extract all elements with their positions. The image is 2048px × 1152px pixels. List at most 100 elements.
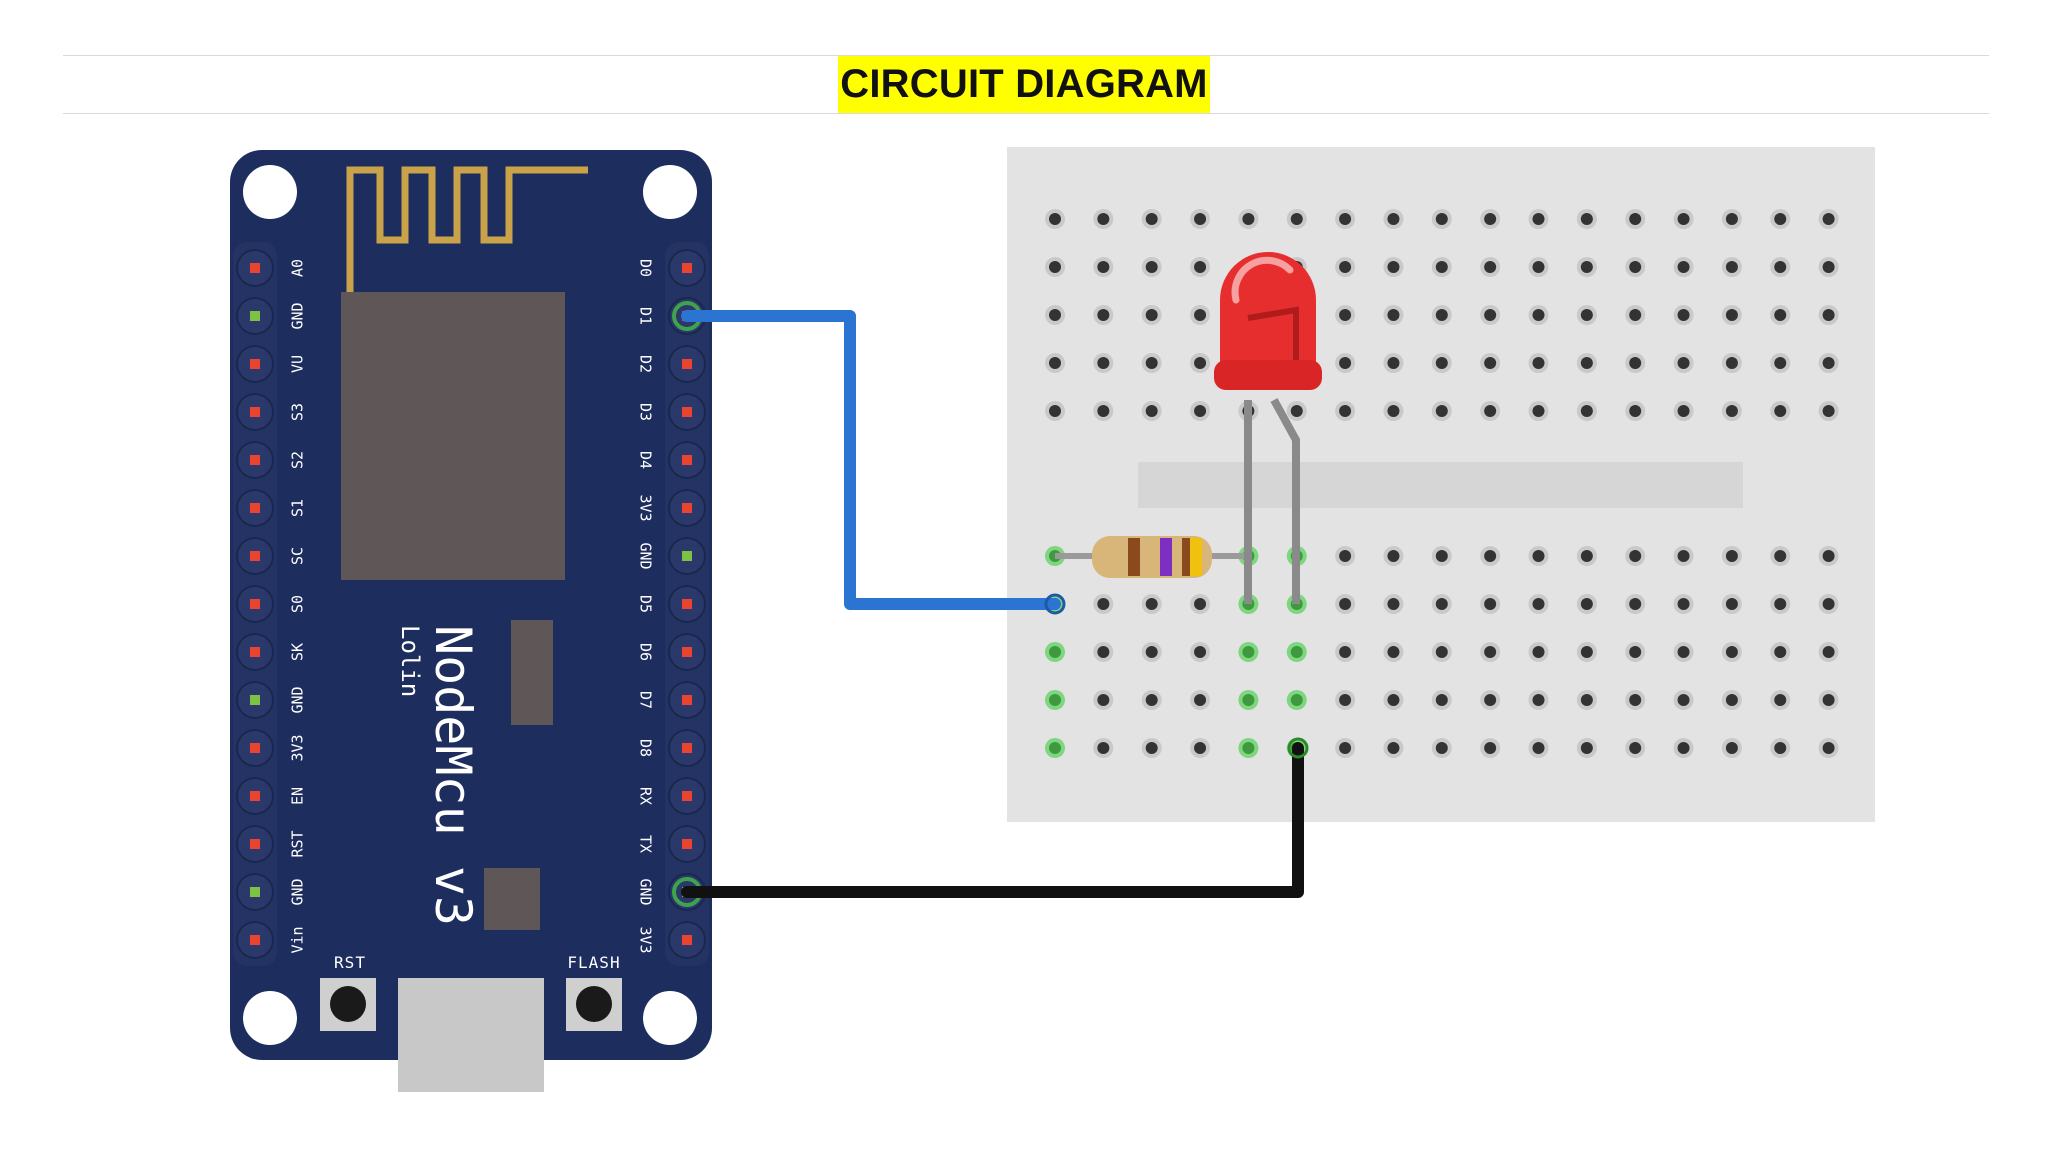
breadboard-hole — [1290, 213, 1303, 225]
header-pin — [250, 647, 260, 657]
resistor-band — [1128, 538, 1140, 576]
breadboard-hole — [1242, 694, 1255, 706]
breadboard-hole — [1822, 598, 1835, 610]
breadboard-hole — [1049, 261, 1061, 273]
breadboard-hole — [1145, 261, 1158, 273]
breadboard-center-channel — [1138, 462, 1743, 508]
breadboard-hole — [1677, 742, 1690, 754]
breadboard-hole — [1339, 309, 1352, 321]
resistor-band — [1190, 538, 1202, 576]
breadboard-hole — [1580, 694, 1593, 706]
pin-label: GND — [289, 878, 307, 905]
breadboard-hole — [1194, 598, 1207, 610]
breadboard-hole — [1725, 646, 1738, 658]
breadboard-hole — [1339, 213, 1352, 225]
pin-label: S0 — [289, 595, 307, 613]
breadboard-hole — [1484, 357, 1497, 369]
header-pin — [682, 647, 692, 657]
breadboard-hole — [1194, 357, 1207, 369]
breadboard-hole — [1435, 213, 1448, 225]
breadboard-hole — [1387, 357, 1400, 369]
pin-label: D3 — [637, 403, 655, 421]
header-pin — [250, 935, 260, 945]
pin-label: D5 — [637, 595, 655, 613]
breadboard-hole — [1484, 213, 1497, 225]
breadboard-hole — [1194, 742, 1207, 754]
breadboard-hole — [1049, 646, 1061, 658]
breadboard-hole — [1484, 646, 1497, 658]
led-rim — [1214, 360, 1322, 390]
breadboard-hole — [1097, 405, 1110, 417]
components — [1055, 252, 1322, 604]
breadboard-hole — [1339, 357, 1352, 369]
mounting-hole — [243, 991, 297, 1045]
breadboard-hole — [1725, 405, 1738, 417]
led-highlight — [1231, 256, 1294, 304]
breadboard-hole — [1580, 213, 1593, 225]
breadboard-hole — [1097, 646, 1110, 658]
breadboard-hole — [1822, 405, 1835, 417]
flash-label: FLASH — [567, 953, 620, 972]
header-pin — [250, 599, 260, 609]
pin-label: SC — [289, 547, 307, 565]
breadboard-hole — [1339, 405, 1352, 417]
breadboard-hole — [1629, 309, 1642, 321]
usb-port — [398, 978, 544, 1092]
breadboard-hole — [1484, 261, 1497, 273]
breadboard-hole — [1097, 694, 1110, 706]
breadboard-hole — [1387, 405, 1400, 417]
breadboard-hole — [1725, 598, 1738, 610]
breadboard — [1007, 147, 1875, 822]
voltage-regulator — [511, 620, 553, 725]
breadboard-hole — [1049, 694, 1061, 706]
breadboard-hole — [1580, 742, 1593, 754]
breadboard-hole — [1387, 694, 1400, 706]
breadboard-hole — [1435, 646, 1448, 658]
breadboard-hole — [1484, 694, 1497, 706]
esp-chip — [341, 292, 565, 580]
pin-label: RST — [289, 830, 307, 857]
pin-label: S1 — [289, 499, 307, 517]
header-pin — [250, 743, 260, 753]
breadboard-hole — [1774, 261, 1787, 273]
header-pin — [682, 359, 692, 369]
header-pin — [250, 551, 260, 561]
header-pin — [682, 407, 692, 417]
header-pin — [250, 839, 260, 849]
breadboard-hole — [1580, 357, 1593, 369]
pin-label: GND — [289, 686, 307, 713]
breadboard-hole — [1580, 405, 1593, 417]
breadboard-hole — [1049, 357, 1061, 369]
breadboard-hole — [1822, 694, 1835, 706]
breadboard-hole — [1532, 694, 1545, 706]
breadboard-hole — [1532, 309, 1545, 321]
pin-label: D1 — [637, 307, 655, 325]
header-pin — [250, 887, 260, 897]
breadboard-hole — [1097, 357, 1110, 369]
breadboard-hole — [1435, 550, 1448, 562]
breadboard-hole — [1822, 309, 1835, 321]
breadboard-hole — [1725, 742, 1738, 754]
header-pin — [682, 455, 692, 465]
breadboard-hole — [1387, 742, 1400, 754]
header-pin — [250, 791, 260, 801]
header-pin — [250, 407, 260, 417]
rst-button — [330, 986, 366, 1022]
pin-label: 3V3 — [289, 734, 307, 761]
breadboard-hole — [1387, 598, 1400, 610]
breadboard-hole — [1097, 742, 1110, 754]
breadboard-hole — [1725, 357, 1738, 369]
breadboard-hole — [1822, 261, 1835, 273]
wire-gnd-to-led — [681, 742, 1304, 898]
pin-label: GND — [637, 542, 655, 569]
header-pin — [682, 935, 692, 945]
breadboard-hole — [1290, 646, 1303, 658]
breadboard-hole — [1822, 357, 1835, 369]
breadboard-hole — [1339, 261, 1352, 273]
breadboard-hole — [1435, 357, 1448, 369]
breadboard-hole — [1580, 646, 1593, 658]
rst-label: RST — [334, 953, 366, 972]
breadboard-hole — [1145, 213, 1158, 225]
breadboard-hole — [1580, 550, 1593, 562]
header-pin — [250, 359, 260, 369]
